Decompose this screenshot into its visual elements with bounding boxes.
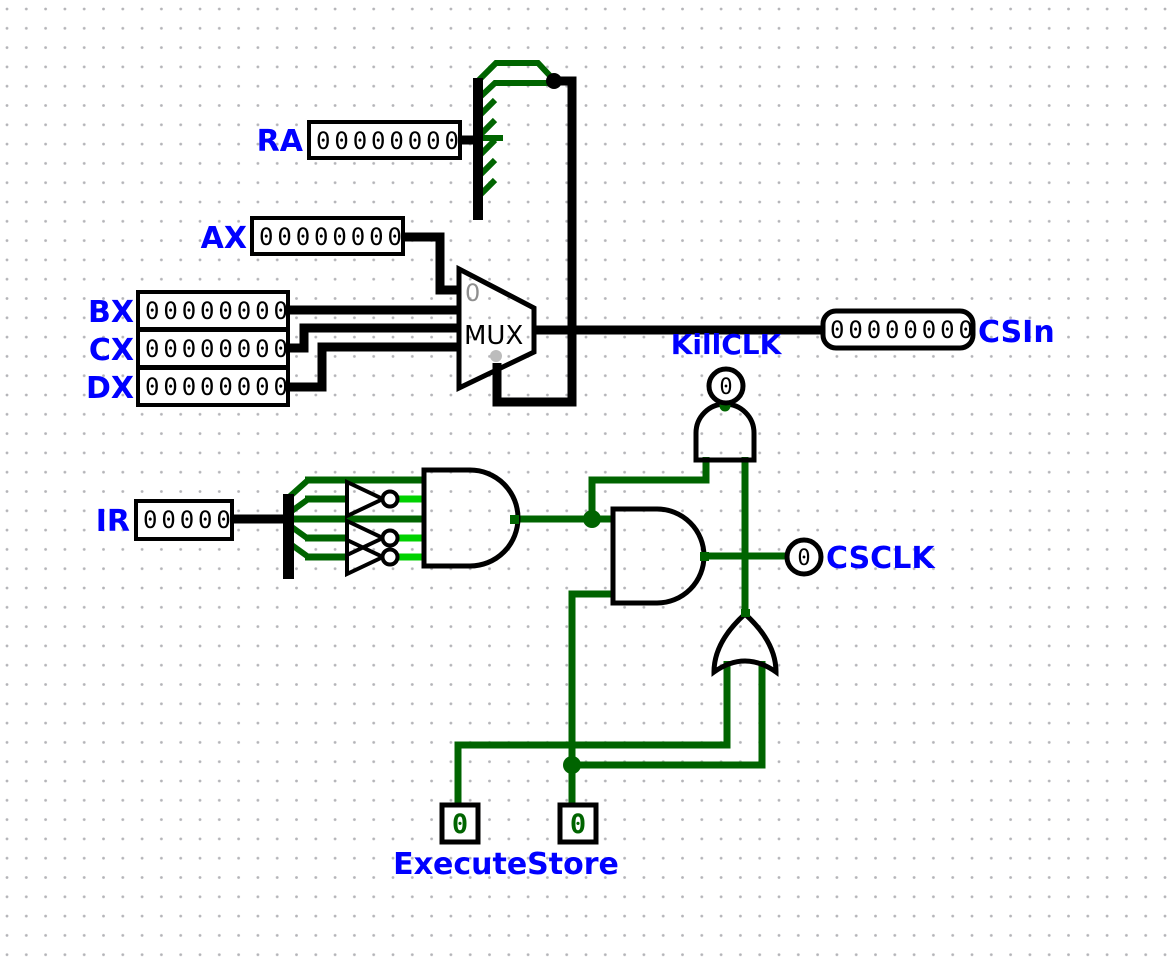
label-killclk: KillCLK: [671, 328, 783, 361]
mux-select-dot: [490, 350, 502, 362]
register-ax[interactable]: [250, 216, 405, 256]
ir-splitter-spine: [283, 494, 294, 579]
and1-output-port: [510, 515, 519, 524]
not-gate-2-bubble: [380, 528, 400, 548]
cx-bus: [288, 323, 459, 353]
input-pin-store[interactable]: [557, 802, 599, 845]
killclk-left-input-wire: [588, 457, 710, 519]
labels: RA AX BX CX DX IR CSIn KillCLK CSCLK Exe…: [86, 124, 1055, 882]
or-right-input-wire: [572, 661, 766, 769]
not-gate-1: [345, 478, 388, 520]
or-gate: [711, 610, 779, 677]
value-csclk: 0: [797, 546, 810, 571]
junction-dot-store: [563, 756, 581, 774]
value-ir: 00000: [143, 506, 235, 534]
label-executestore: ExecuteStore: [393, 847, 619, 882]
junction-dot-and1: [583, 510, 601, 528]
value-bx: 00000000: [145, 297, 292, 325]
ra-splitter-leg-0: [475, 60, 556, 84]
label-dx: DX: [86, 371, 134, 406]
dx-bus: [288, 342, 459, 392]
register-ir[interactable]: [134, 499, 234, 541]
mux-port0-label: 0: [465, 279, 480, 307]
value-ax: 00000000: [259, 223, 406, 251]
register-bx[interactable]: [136, 290, 290, 331]
value-killclk: 0: [719, 375, 732, 400]
mux: [456, 264, 537, 392]
value-execute: 0: [452, 809, 468, 840]
value-csin: 00000000: [830, 316, 977, 344]
ra-splitter-leg-1: [475, 80, 548, 102]
components: [134, 78, 976, 845]
label-csclk: CSCLK: [826, 541, 936, 576]
execute-pin-wire: [454, 661, 731, 806]
output-pin-killclk: [706, 366, 746, 406]
not-gate-3-bubble: [380, 547, 400, 567]
label-ax: AX: [201, 221, 247, 256]
input-pin-execute[interactable]: [439, 802, 481, 845]
value-store: 0: [570, 809, 586, 840]
output-pin-csclk: [784, 537, 824, 577]
or-output-port: [741, 609, 750, 617]
label-ir: IR: [96, 504, 130, 539]
ra-splitter-spine: [473, 78, 483, 220]
register-dx[interactable]: [136, 366, 290, 407]
value-ra: 00000000: [316, 127, 463, 155]
register-cx[interactable]: [136, 328, 290, 369]
value-dx: 00000000: [145, 373, 292, 401]
junction-dot-select: [546, 73, 562, 89]
mux-select-bus: [492, 76, 577, 407]
and2-lower-input-wire: [568, 590, 613, 765]
value-cx: 00000000: [145, 335, 292, 363]
not-gate-3: [345, 536, 388, 578]
ax-bus: [403, 232, 459, 295]
label-cx: CX: [89, 333, 134, 368]
label-bx: BX: [88, 295, 134, 330]
output-pin-csin: [820, 308, 976, 351]
label-ra: RA: [257, 124, 304, 159]
not-gate-1-bubble: [380, 489, 400, 509]
label-csin: CSIn: [978, 315, 1055, 350]
and2-output-port: [700, 552, 709, 561]
mux-label: MUX: [464, 321, 523, 351]
register-ra[interactable]: [307, 120, 462, 160]
